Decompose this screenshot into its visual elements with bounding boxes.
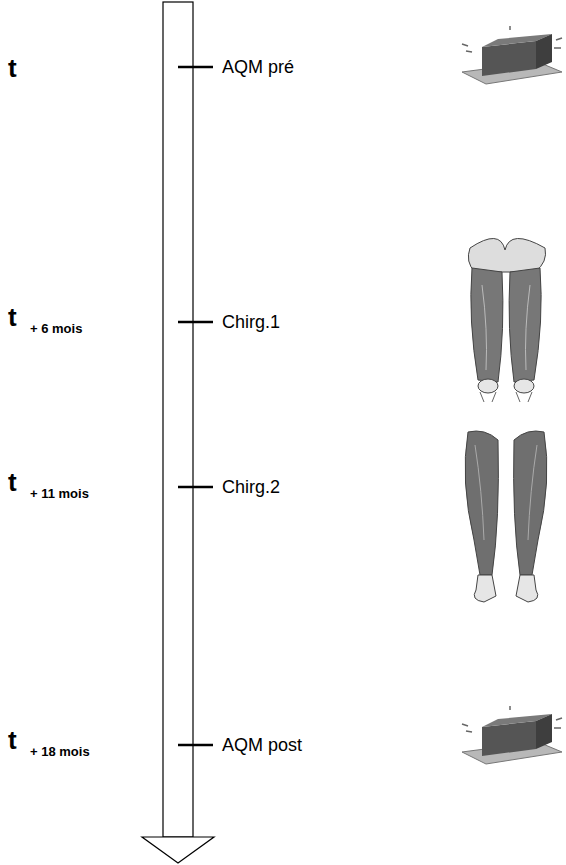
thigh-muscles <box>468 238 545 402</box>
timeline-bar <box>163 2 193 837</box>
force-plate <box>462 706 562 764</box>
time-label: t <box>8 304 17 330</box>
step-label: Chirg.1 <box>222 313 280 331</box>
force-plate <box>462 26 562 84</box>
step-label: Chirg.2 <box>222 478 280 496</box>
time-label: t <box>8 727 17 753</box>
calf-muscles <box>465 431 547 602</box>
time-label: t <box>8 469 17 495</box>
time-offset: + 11 mois <box>30 487 89 500</box>
timeline-arrowhead <box>142 837 214 863</box>
time-offset: + 18 mois <box>30 745 90 758</box>
tick-marks <box>178 67 213 745</box>
step-label: AQM post <box>222 736 302 754</box>
step-label: AQM pré <box>222 58 294 76</box>
time-offset: + 6 mois <box>30 322 82 335</box>
time-label: t <box>8 55 17 81</box>
